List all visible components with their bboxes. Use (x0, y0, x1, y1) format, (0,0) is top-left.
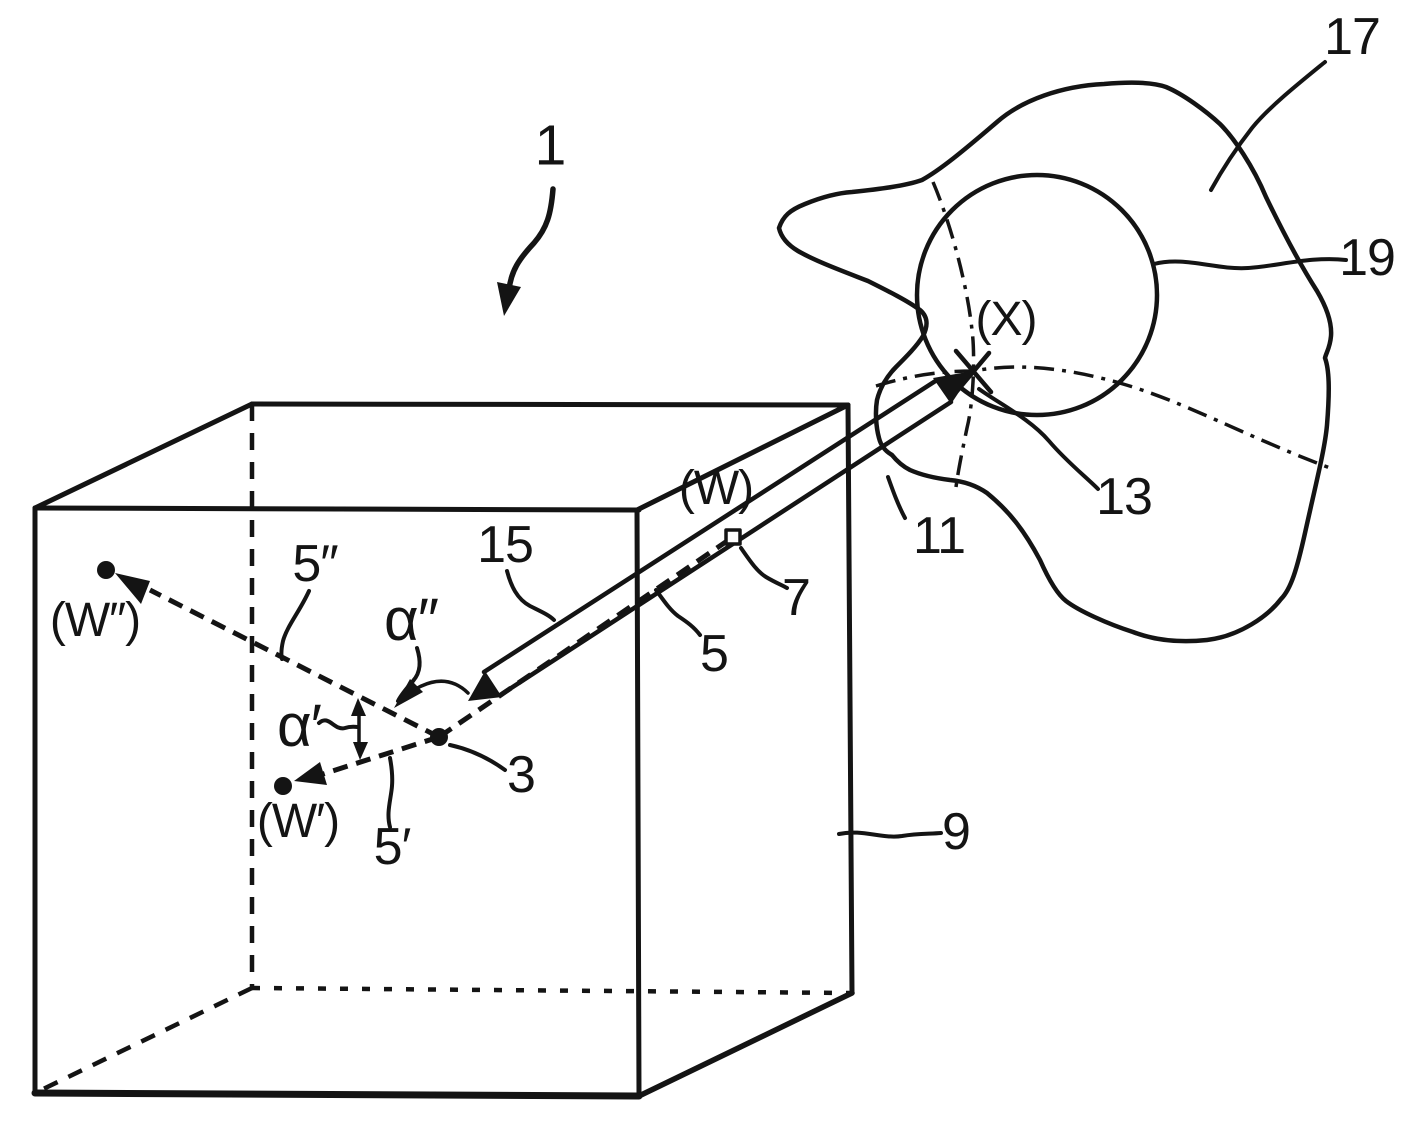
leader-13 (977, 387, 1100, 491)
instrument-rear-arrowhead (468, 671, 502, 701)
leader-11 (886, 475, 907, 520)
label-ref-15: 15 (477, 516, 534, 574)
label-ref-13: 13 (1096, 468, 1153, 526)
leader-lines (279, 60, 1348, 839)
label-ref-9: 9 (942, 803, 971, 861)
cube-front-bottom-edge (31, 1089, 643, 1100)
arrowhead-1 (497, 282, 521, 316)
leader-5-dprime (279, 589, 311, 661)
point-3-dot (430, 728, 448, 746)
instrument-lower-line (499, 399, 954, 697)
femoral-head-sphere (914, 172, 1160, 418)
w-dprime-arrowhead (115, 573, 150, 604)
cube-top-left-edge (32, 401, 255, 511)
point-w-prime-dot (274, 777, 292, 795)
label-ref-7: 7 (782, 569, 811, 627)
label-point-w: (W) (678, 462, 754, 515)
sphere-meridian-dashdot (931, 181, 976, 488)
leader-1 (506, 186, 556, 293)
label-point-x: (X) (975, 293, 1038, 346)
bone-outline (776, 80, 1334, 644)
leader-3 (448, 743, 507, 772)
label-ref-5: 5 (700, 625, 729, 683)
trajectory-line-5-dprime (148, 587, 441, 740)
leader-alpha-prime (317, 718, 360, 731)
instrument-upper-line (481, 377, 940, 675)
bone (776, 80, 1334, 644)
cube-hidden-bottom-left-edge (34, 985, 253, 1096)
label-ref-19: 19 (1339, 229, 1396, 287)
leader-alpha-dprime (396, 646, 422, 703)
alpha-prime-arrowhead-top (351, 698, 366, 716)
point-w-dprime-dot (97, 561, 115, 579)
label-point-w-prime: (W′) (256, 795, 340, 848)
label-ref-11: 11 (913, 507, 966, 565)
leader-5-prime (386, 756, 395, 829)
leader-7 (739, 546, 789, 590)
cube-rear-right-edge (845, 402, 855, 996)
instrument (481, 377, 954, 697)
label-ref-1: 1 (534, 113, 567, 178)
label-ref-5-dprime: 5″ (292, 535, 338, 593)
label-alpha-dprime: α″ (384, 586, 439, 653)
label-ref-17: 17 (1324, 8, 1381, 66)
cube-top-back-edge (249, 401, 851, 408)
sphere-equator-dashdot (875, 365, 1331, 470)
label-ref-3: 3 (507, 746, 536, 804)
cube-front-top-edge (32, 505, 642, 513)
leader-15 (505, 569, 556, 622)
alpha-dprime-arc-arrowhead (394, 679, 423, 708)
label-alpha-prime: α′ (277, 692, 322, 759)
cube-bottom-right-edge (636, 990, 855, 1099)
instrument-tip-arrowhead (933, 371, 973, 404)
leader-9 (837, 830, 943, 839)
point-w-square-marker (724, 528, 742, 546)
trajectory-line-5-prime (322, 734, 440, 777)
leader-19 (1152, 257, 1348, 271)
label-ref-5-prime: 5′ (373, 818, 412, 876)
label-point-w-dprime: (W″) (49, 594, 141, 647)
leader-5 (654, 588, 702, 637)
alpha-prime-arrowhead-bottom (353, 742, 368, 760)
w-prime-arrowhead (294, 762, 327, 785)
cube-hidden-bottom-back-edge (251, 985, 853, 996)
cube-top-right-edge (634, 402, 851, 513)
cube-front-right-edge (634, 507, 642, 1099)
leader-17 (1209, 60, 1327, 192)
